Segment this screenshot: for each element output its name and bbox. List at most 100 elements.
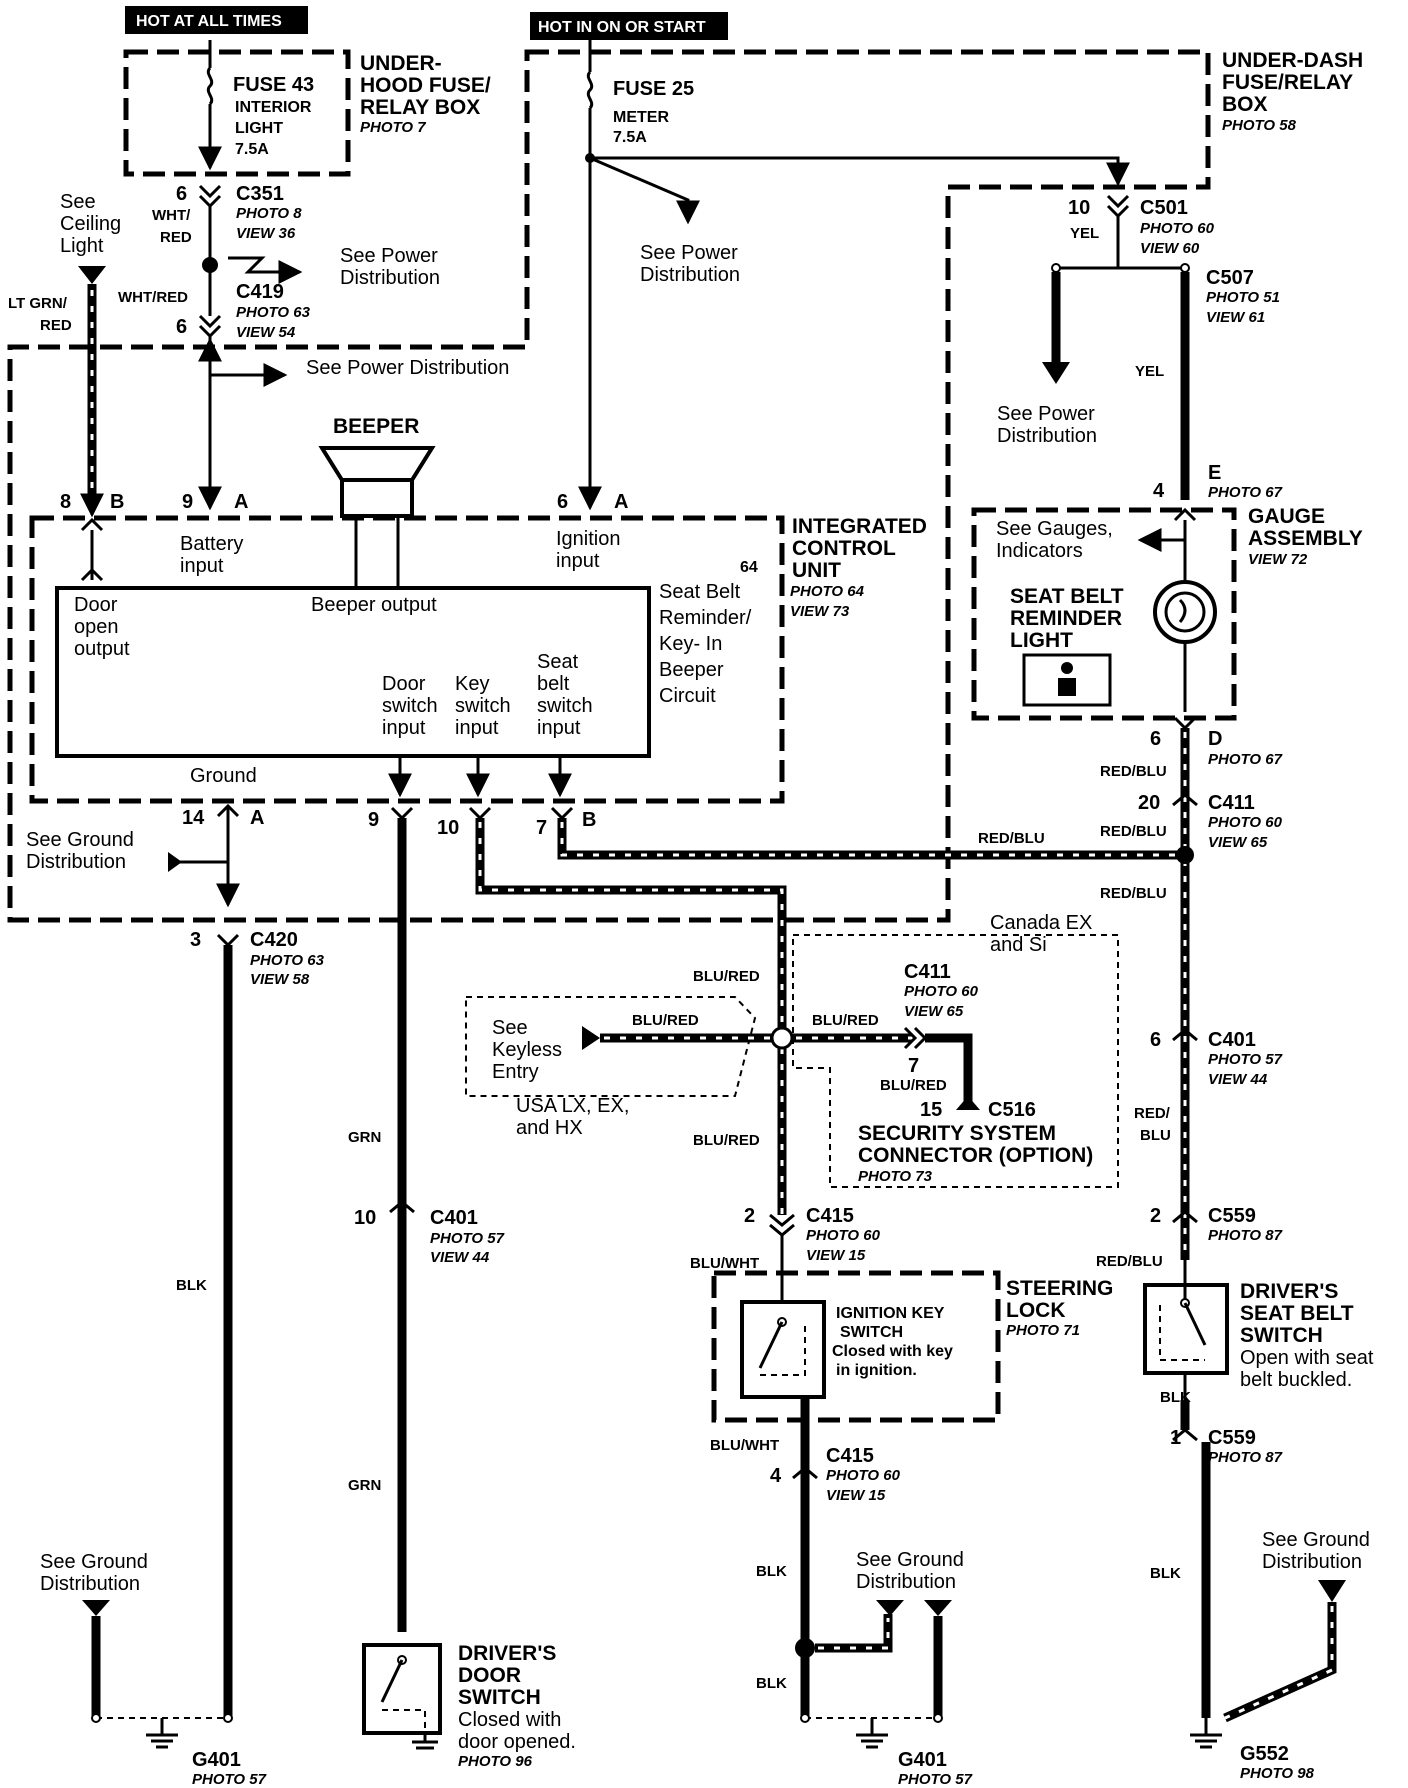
g552-ground-icon bbox=[1190, 1733, 1222, 1749]
wire-label-red-2: RED bbox=[40, 317, 72, 334]
wire-label-blk-g552: BLK bbox=[1150, 1565, 1181, 1582]
wire-label-wht-red: WHT/RED bbox=[118, 289, 188, 306]
see-ceiling-light-1: See bbox=[60, 191, 96, 213]
icu-ref-num: 64 bbox=[740, 559, 758, 576]
wire-label-red-blu-4: RED/BLU bbox=[1100, 885, 1167, 902]
seat-belt-switch-desc-2: belt buckled. bbox=[1240, 1369, 1352, 1391]
icu-seat-belt-1: Seat bbox=[537, 651, 579, 673]
wire-label-blu-red-2: BLU/RED bbox=[632, 1012, 699, 1029]
steering-lock-photo: PHOTO 71 bbox=[1006, 1322, 1080, 1339]
wire-label-blu-wht-2: BLU/WHT bbox=[710, 1437, 779, 1454]
hot-in-on-or-start-label: HOT IN ON OR START bbox=[530, 12, 728, 40]
wire-label-red-split: RED/ bbox=[1134, 1105, 1171, 1122]
see-ground-dist-1b: Distribution bbox=[26, 851, 126, 873]
see-power-dist-1b: Distribution bbox=[340, 267, 440, 289]
underhood-photo: PHOTO 7 bbox=[360, 119, 426, 136]
door-switch-title-2: DOOR bbox=[458, 1664, 521, 1687]
c411-right-view: VIEW 65 bbox=[1208, 834, 1268, 851]
see-ground-dist-2b: Distribution bbox=[40, 1573, 140, 1595]
c419-photo: PHOTO 63 bbox=[236, 304, 311, 321]
c559-bot-pin: 1 bbox=[1170, 1427, 1181, 1449]
c401-right-photo: PHOTO 57 bbox=[1208, 1051, 1283, 1068]
icu-pin-7: 7 bbox=[536, 817, 547, 839]
splice-c351 bbox=[202, 257, 218, 273]
see-ground-dist-3a: See Ground bbox=[856, 1549, 964, 1571]
c401-left-pin: 10 bbox=[354, 1207, 376, 1229]
icu-internal-box bbox=[55, 586, 651, 758]
wire-label-blk-2: BLK bbox=[756, 1563, 787, 1580]
see-ground-dist-4a: See Ground bbox=[1262, 1529, 1370, 1551]
wire-label-red-blu-1: RED/BLU bbox=[978, 830, 1045, 847]
c401-right-pin: 6 bbox=[1150, 1029, 1161, 1051]
wire-label-blk-3: BLK bbox=[756, 1675, 787, 1692]
see-keyless-2: Keyless bbox=[492, 1039, 562, 1061]
wire-label-red-blu-2: RED/BLU bbox=[1100, 763, 1167, 780]
beeper-label: BEEPER bbox=[333, 415, 419, 438]
gauge-pin-out-photo: PHOTO 67 bbox=[1208, 751, 1283, 768]
c419-pin: 6 bbox=[176, 316, 187, 338]
wire-label-blu-split: BLU bbox=[1140, 1127, 1171, 1144]
icu-pin-b-bot: B bbox=[582, 809, 596, 831]
c411-mid-pin: 7 bbox=[908, 1055, 919, 1077]
canada-models-2: and Si bbox=[990, 934, 1047, 956]
hot-at-all-times-label: HOT AT ALL TIMES bbox=[125, 6, 308, 34]
fuse-25-label: FUSE 25 bbox=[613, 78, 694, 100]
c559-top-pin: 2 bbox=[1150, 1205, 1161, 1227]
underdash-title-2: FUSE/RELAY bbox=[1222, 71, 1353, 94]
c501-name: C501 bbox=[1140, 197, 1188, 219]
see-power-dist-3b: Distribution bbox=[640, 264, 740, 286]
c401-left-name: C401 bbox=[430, 1207, 478, 1229]
door-switch-icon bbox=[380, 1659, 404, 1703]
c501-pin: 10 bbox=[1068, 197, 1090, 219]
icu-title-3: UNIT bbox=[792, 559, 841, 582]
seat-belt-light-label-1: SEAT BELT bbox=[1010, 585, 1124, 608]
steering-lock-title-1: STEERING bbox=[1006, 1277, 1113, 1300]
icu-seat-belt-2: belt bbox=[537, 673, 570, 695]
see-ground-dist-2a: See Ground bbox=[40, 1551, 148, 1573]
c420-view: VIEW 58 bbox=[250, 971, 310, 988]
c401-left-photo: PHOTO 57 bbox=[430, 1230, 505, 1247]
c411-right-pin: 20 bbox=[1138, 792, 1160, 814]
see-power-dist-2: See Power Distribution bbox=[306, 357, 509, 379]
icu-pin-a-top: A bbox=[234, 491, 248, 513]
beeper-icon bbox=[318, 446, 436, 482]
door-switch-title-3: SWITCH bbox=[458, 1686, 541, 1709]
icu-pin-8: 8 bbox=[60, 491, 71, 513]
c351-name: C351 bbox=[236, 183, 284, 205]
c507-name: C507 bbox=[1206, 267, 1254, 289]
icu-pin-9-bot: 9 bbox=[368, 809, 379, 831]
c351-connector-icon bbox=[198, 184, 222, 199]
c411-right-photo: PHOTO 60 bbox=[1208, 814, 1283, 831]
icu-battery-input-1: Battery bbox=[180, 533, 243, 555]
wire-label-blu-red-3: BLU/RED bbox=[812, 1012, 879, 1029]
c415-top-photo: PHOTO 60 bbox=[806, 1227, 881, 1244]
c516-title-2: CONNECTOR (OPTION) bbox=[858, 1144, 1093, 1167]
see-ground-dist-3b: Distribution bbox=[856, 1571, 956, 1593]
svg-text:HOT AT ALL TIMES: HOT AT ALL TIMES bbox=[136, 13, 282, 30]
c420-photo: PHOTO 63 bbox=[250, 952, 325, 969]
c415-top-connector-icon bbox=[769, 1213, 795, 1227]
see-ceiling-light-2: Ceiling bbox=[60, 213, 121, 235]
c559-top-name: C559 bbox=[1208, 1205, 1256, 1227]
c411-mid-photo: PHOTO 60 bbox=[904, 983, 979, 1000]
c411-mid-connector-icon bbox=[903, 1026, 918, 1050]
icu-door-open-1: Door bbox=[74, 594, 118, 616]
wire-to-power-dist-3 bbox=[589, 156, 700, 225]
ceiling-light-ref-icon bbox=[78, 266, 106, 284]
gauge-pin-out: 6 bbox=[1150, 728, 1161, 750]
fuse-43-desc-1: INTERIOR bbox=[235, 99, 312, 116]
c415-bot-view: VIEW 15 bbox=[826, 1487, 886, 1504]
icu-view: VIEW 73 bbox=[790, 603, 850, 620]
wire-label-blu-red-4: BLU/RED bbox=[880, 1077, 947, 1094]
gauge-view: VIEW 72 bbox=[1248, 551, 1308, 568]
g401-mid-photo: PHOTO 57 bbox=[898, 1771, 973, 1788]
wire-label-blu-wht-1: BLU/WHT bbox=[690, 1255, 759, 1272]
c401-right-name: C401 bbox=[1208, 1029, 1256, 1051]
icu-circuit-4: Beeper bbox=[659, 659, 724, 681]
see-power-dist-3a: See Power bbox=[640, 242, 738, 264]
svg-text:HOT IN ON OR START: HOT IN ON OR START bbox=[538, 19, 706, 36]
c401-left-connector-icon bbox=[389, 1200, 415, 1214]
c419-view: VIEW 54 bbox=[236, 324, 296, 341]
wire-label-red: RED bbox=[160, 229, 192, 246]
wire-fuse25-c501 bbox=[590, 156, 1130, 187]
